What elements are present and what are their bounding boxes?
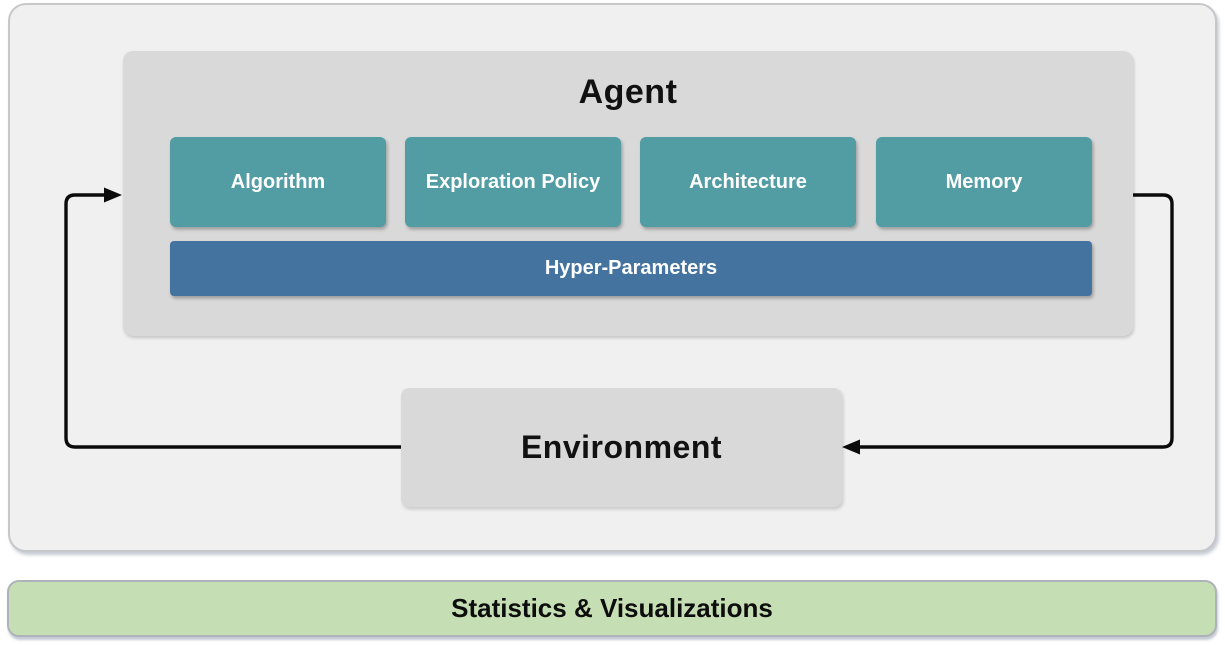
module-box-memory: Memory bbox=[876, 137, 1092, 227]
module-box-architecture: Architecture bbox=[640, 137, 856, 227]
module-box-exploration-policy: Exploration Policy bbox=[405, 137, 621, 227]
statistics-visualizations-bar: Statistics & Visualizations bbox=[7, 580, 1217, 637]
environment-box: Environment bbox=[401, 388, 842, 507]
agent-title: Agent bbox=[578, 72, 678, 111]
module-box-algorithm: Algorithm bbox=[170, 137, 386, 227]
hyper-parameters-bar: Hyper-Parameters bbox=[170, 241, 1092, 296]
